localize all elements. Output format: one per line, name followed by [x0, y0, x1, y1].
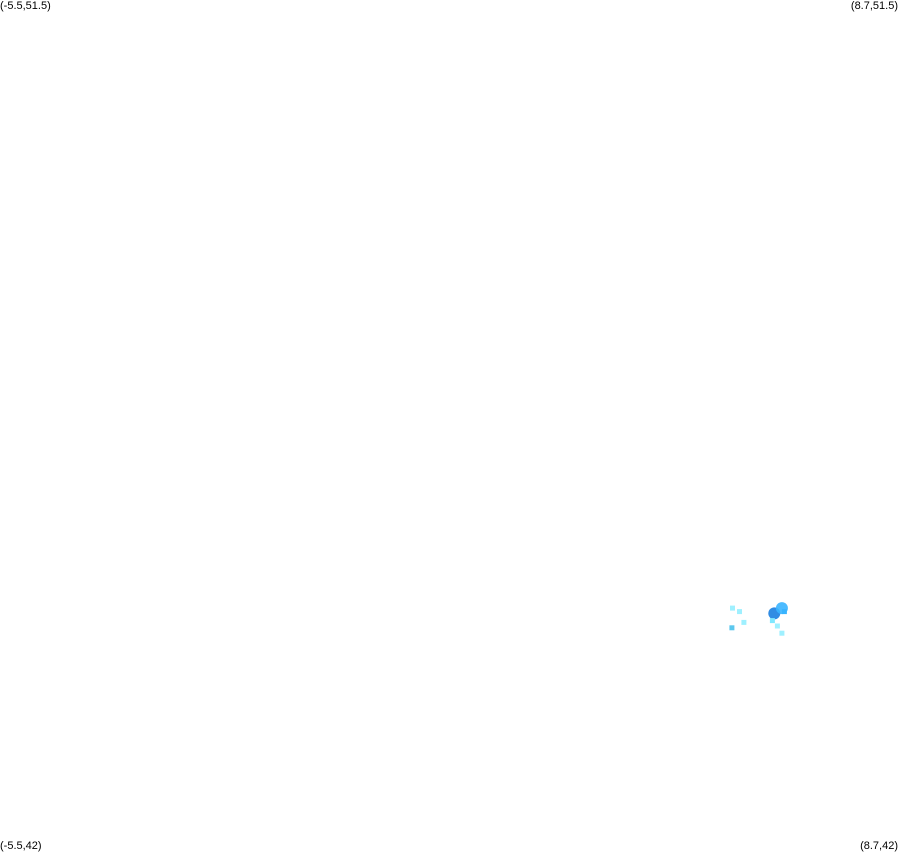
map-point-0: [730, 605, 735, 611]
corner-label-top-left: (-5.5,51.5): [0, 0, 51, 12]
map-point-2: [741, 619, 747, 625]
corner-label-bottom-right: (8.7,42): [860, 840, 898, 852]
map-point-1: [737, 609, 742, 615]
map-point-7: [769, 618, 775, 624]
corner-label-top-right: (8.7,51.5): [850, 0, 898, 12]
corner-label-bottom-left: (-5.5,42): [0, 840, 42, 852]
map-point-6: [781, 609, 787, 615]
map-point-9: [779, 630, 785, 636]
map-point-8: [774, 623, 780, 629]
map-point-3: [729, 625, 735, 631]
